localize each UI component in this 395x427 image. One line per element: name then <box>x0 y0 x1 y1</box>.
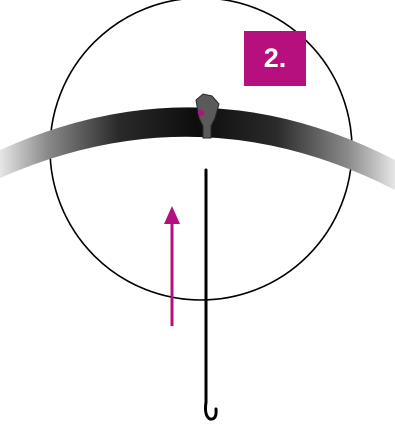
step-badge: 2. <box>244 31 306 86</box>
arrow-up-icon <box>164 206 180 326</box>
step-number: 2. <box>264 43 287 74</box>
rim-band <box>0 107 395 190</box>
hook-tool-icon <box>206 170 217 419</box>
